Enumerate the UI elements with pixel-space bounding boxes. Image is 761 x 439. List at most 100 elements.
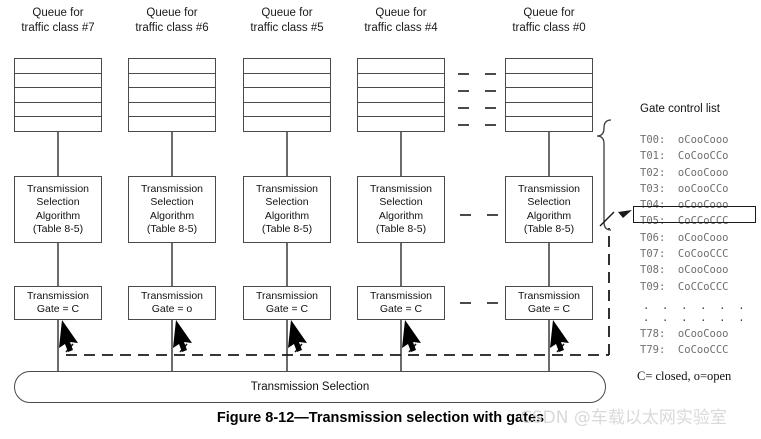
queue-cell <box>506 117 592 131</box>
gate-box-2: Transmission Gate = C <box>243 286 331 320</box>
transmission-selection-label: Transmission Selection <box>250 381 370 393</box>
tsa-line-2: Selection <box>527 196 571 208</box>
tsa-line-4: (Table 8-5) <box>261 223 313 235</box>
gate-line-1: Transmission <box>369 289 433 302</box>
gate-control-entry[interactable]: T02: oCooCooo <box>640 166 729 179</box>
queue-cell <box>244 59 330 74</box>
queue-header-line1: Queue for <box>523 7 575 19</box>
ellipsis-dash <box>460 302 471 304</box>
tsa-line-4: (Table 8-5) <box>32 223 84 235</box>
gate-line-2: Gate = C <box>527 303 571 315</box>
queue-header-line2: traffic class #4 <box>364 22 438 34</box>
gate-line-2: Gate = C <box>379 303 423 315</box>
ellipsis-dash <box>485 107 496 109</box>
queue-cell <box>244 117 330 131</box>
tsa-box-0: Transmission Selection Algorithm (Table … <box>14 176 102 243</box>
gate-control-entry[interactable]: T07: CoCooCCC <box>640 248 729 261</box>
tsa-line-4: (Table 8-5) <box>523 223 575 235</box>
tsa-line-2: Selection <box>150 196 194 208</box>
tsa-box-3: Transmission Selection Algorithm (Table … <box>357 176 445 243</box>
gate-control-entry[interactable]: T08: oCooCooo <box>640 264 729 277</box>
gate-line-1: Transmission <box>517 289 581 302</box>
queue-cell <box>506 103 592 118</box>
tsa-line-1: Transmission <box>140 182 204 195</box>
queue-header-3: Queue for traffic class #4 <box>341 6 461 36</box>
tsa-line-1: Transmission <box>369 182 433 195</box>
queue-stack-4 <box>505 58 593 132</box>
queue-cell <box>15 74 101 89</box>
queue-header-line2: traffic class #6 <box>135 22 209 34</box>
tsa-line-3: Algorithm <box>264 209 310 222</box>
ellipsis-dash <box>485 90 496 92</box>
tsa-line-3: Algorithm <box>35 209 81 222</box>
queue-stack-1 <box>128 58 216 132</box>
queue-header-line1: Queue for <box>32 7 84 19</box>
queue-cell <box>358 59 444 74</box>
ellipsis-dash <box>458 107 469 109</box>
tsa-line-2: Selection <box>379 196 423 208</box>
gate-control-entry[interactable]: T09: CoCCoCCC <box>640 280 729 293</box>
tsa-box-2: Transmission Selection Algorithm (Table … <box>243 176 331 243</box>
gate-control-entry[interactable]: T00: oCooCooo <box>640 134 729 146</box>
queue-cell <box>506 59 592 74</box>
watermark: CSDN @车载以太网实验室 <box>520 408 727 428</box>
gate-control-entry[interactable]: T01: CoCooCCo <box>640 150 729 163</box>
queue-cell <box>129 74 215 89</box>
gate-box-3: Transmission Gate = C <box>357 286 445 320</box>
queue-cell <box>358 74 444 89</box>
queue-cell <box>244 74 330 89</box>
queue-header-line2: traffic class #7 <box>21 22 95 34</box>
tsa-box-1: Transmission Selection Algorithm (Table … <box>128 176 216 243</box>
queue-stack-0 <box>14 58 102 132</box>
queue-header-line2: traffic class #5 <box>250 22 324 34</box>
gate-control-entry[interactable]: T03: ooCooCCo <box>640 182 729 195</box>
tsa-line-1: Transmission <box>26 182 90 195</box>
queue-cell <box>244 88 330 103</box>
tsa-line-1: Transmission <box>517 182 581 195</box>
ellipsis-dash <box>485 73 496 75</box>
queue-header-4: Queue for traffic class #0 <box>489 6 609 36</box>
gate-control-list-highlight[interactable] <box>633 206 756 223</box>
queue-header-line1: Queue for <box>261 7 313 19</box>
ellipsis-dash <box>458 124 469 126</box>
gate-control-entry[interactable]: T78: oCooCooo <box>640 328 729 340</box>
gate-line-2: Gate = C <box>36 303 80 315</box>
queue-stack-2 <box>243 58 331 132</box>
queue-header-1: Queue for traffic class #6 <box>112 6 232 36</box>
gate-control-list-ellipsis: · · · · · · · · · · · · <box>643 303 748 327</box>
queue-cell <box>506 88 592 103</box>
gate-line-2: Gate = C <box>265 303 309 315</box>
queue-cell <box>358 88 444 103</box>
gate-control-entry[interactable]: T79: CoCooCCC <box>640 344 729 357</box>
figure-caption: Figure 8-12—Transmission selection with … <box>216 410 545 426</box>
queue-cell <box>129 88 215 103</box>
tsa-line-4: (Table 8-5) <box>375 223 427 235</box>
tsa-line-4: (Table 8-5) <box>146 223 198 235</box>
queue-cell <box>506 74 592 89</box>
gate-line-1: Transmission <box>255 289 319 302</box>
ellipsis-dash <box>487 302 498 304</box>
gate-line-1: Transmission <box>140 289 204 302</box>
gate-control-entry[interactable]: T04: oCooCooo <box>640 199 729 212</box>
queue-cell <box>15 103 101 118</box>
queue-header-0: Queue for traffic class #7 <box>0 6 118 36</box>
ellipsis-dash <box>460 214 471 216</box>
queue-cell <box>358 117 444 131</box>
tsa-line-3: Algorithm <box>149 209 195 222</box>
gate-line-1: Transmission <box>26 289 90 302</box>
queue-stack-3 <box>357 58 445 132</box>
ellipsis-dash <box>487 214 498 216</box>
tsa-line-3: Algorithm <box>378 209 424 222</box>
gate-box-4: Transmission Gate = C <box>505 286 593 320</box>
gate-control-entry[interactable]: T06: oCooCooo <box>640 231 729 244</box>
tsa-line-2: Selection <box>36 196 80 208</box>
queue-header-line2: traffic class #0 <box>512 22 586 34</box>
ellipsis-dash <box>458 90 469 92</box>
queue-header-line1: Queue for <box>146 7 198 19</box>
queue-header-2: Queue for traffic class #5 <box>227 6 347 36</box>
gate-control-entry[interactable]: T05: CoCCoCCC <box>640 215 729 228</box>
gate-box-0: Transmission Gate = C <box>14 286 102 320</box>
